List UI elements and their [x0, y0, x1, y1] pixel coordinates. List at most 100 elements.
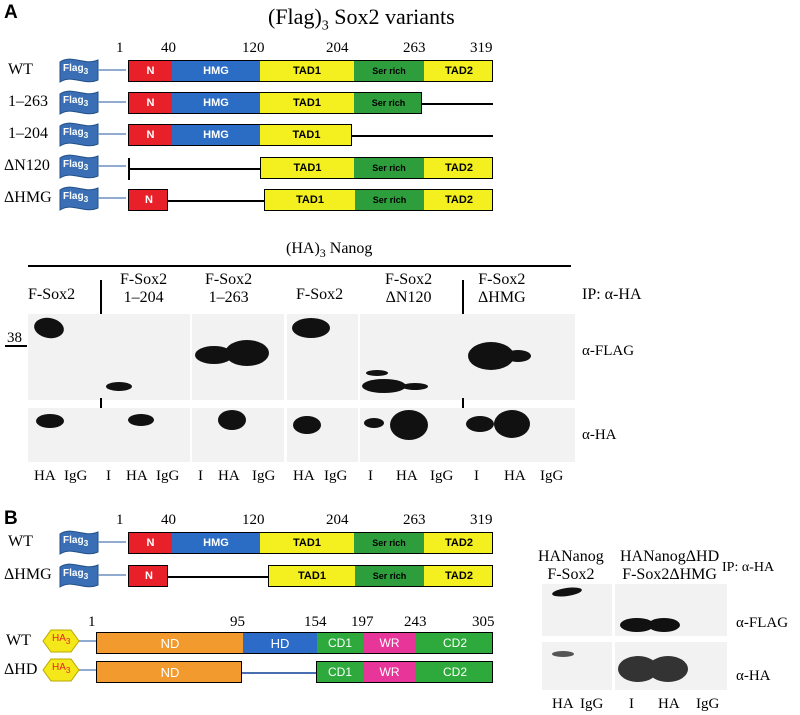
flag-text-1: Flag3: [63, 63, 89, 76]
ip-label-a: IP: α-HA: [582, 286, 642, 303]
domain-tad1: TAD1: [269, 566, 355, 586]
nanog-pos-95: 95: [230, 614, 245, 630]
mw-tick: [5, 345, 27, 347]
domain-tad2: TAD2: [424, 61, 492, 81]
domain-hd: HD: [243, 633, 317, 653]
nanog-label-wt: WT: [6, 632, 31, 649]
construct-bar-wt-b: N HMG TAD1 Ser rich TAD2: [128, 532, 493, 554]
construct-label-1-204: 1–204: [8, 125, 48, 142]
lane-label: IgG: [156, 468, 180, 484]
blot-separator: [358, 314, 360, 462]
pos-204: 204: [326, 40, 349, 56]
lane-label: HA: [293, 468, 315, 484]
blot-tick: [100, 398, 102, 408]
band: [362, 379, 406, 393]
domain-ser: Ser rich: [355, 566, 424, 586]
flag-text-2: Flag3: [63, 95, 89, 108]
domain-cd1: CD1: [317, 662, 363, 682]
pos-204: 204: [326, 512, 349, 528]
domain-ser: Ser rich: [355, 190, 424, 210]
domain-tad1: TAD1: [261, 158, 354, 178]
nanog-pos-154: 154: [304, 614, 327, 630]
group-divider: [100, 280, 102, 314]
blot-label-ha-a: α-HA: [582, 427, 617, 443]
domain-wr: WR: [363, 633, 416, 653]
blot-label-flag-a: α-FLAG: [582, 343, 635, 359]
construct-label-wt: WT: [8, 61, 33, 78]
pos-1: 1: [116, 40, 124, 56]
domain-tad2: TAD2: [424, 190, 492, 210]
band: [195, 346, 233, 364]
band: [494, 410, 530, 438]
band: [366, 370, 388, 376]
domain-n: N: [129, 125, 172, 145]
band: [292, 318, 330, 338]
domain-hmg: HMG: [172, 125, 260, 145]
construct-bar-dhmg: TAD1 Ser rich TAD2: [264, 189, 493, 211]
nanog-pos-305: 305: [472, 614, 495, 630]
band: [648, 618, 680, 632]
domain-ser: Ser rich: [354, 533, 424, 553]
lane-label: HA: [396, 468, 418, 484]
construct-bar-dn120: TAD1 Ser rich TAD2: [260, 157, 493, 179]
blot-tick: [462, 398, 464, 408]
pos-319: 319: [470, 512, 493, 528]
deletion-line: [242, 672, 316, 674]
band: [128, 414, 154, 426]
domain-n: N: [129, 190, 167, 210]
lane-label: IgG: [324, 468, 348, 484]
pos-263: 263: [403, 512, 426, 528]
construct-label-dn120: ΔN120: [4, 157, 50, 174]
domain-cd2: CD2: [416, 662, 492, 682]
pos-319: 319: [470, 40, 493, 56]
domain-nd: ND: [97, 633, 243, 653]
panel-a-letter: A: [4, 2, 18, 23]
panel-a-title: (Flag)3 Sox2 variants: [268, 4, 455, 34]
lane-label: HA: [34, 468, 56, 484]
flag-text-4: Flag3: [63, 159, 89, 172]
lane-label: IgG: [696, 696, 720, 712]
band: [218, 410, 246, 430]
deletion-line: [128, 168, 260, 170]
domain-tad1: TAD1: [260, 125, 351, 145]
domain-n: N: [129, 93, 172, 113]
deletion-line: [168, 200, 264, 202]
flag-tags-b: [59, 530, 127, 588]
domain-tad2: TAD2: [424, 158, 492, 178]
band: [402, 383, 428, 390]
nanog-pos-243: 243: [404, 614, 427, 630]
domain-cd1: CD1: [317, 633, 363, 653]
pos-40: 40: [161, 40, 176, 56]
domain-ser: Ser rich: [354, 61, 424, 81]
flag-text-5: Flag3: [63, 191, 89, 204]
band: [106, 382, 132, 391]
domain-hmg: HMG: [172, 533, 260, 553]
flag-text-3: Flag3: [63, 127, 89, 140]
pos-120: 120: [242, 512, 265, 528]
ha-tags: [42, 629, 96, 682]
domain-n: N: [129, 61, 172, 81]
lane-group-4: F-Sox2: [296, 286, 344, 303]
lane-label: HA: [552, 696, 574, 712]
group-divider: [462, 280, 464, 314]
deletion-line: [352, 135, 493, 137]
blot-label-flag-b: α-FLAG: [736, 615, 789, 631]
band: [390, 410, 428, 440]
ha-nanog-header: (HA)3 Nanog: [286, 240, 373, 261]
nanog-label-dhd: ΔHD: [4, 661, 38, 678]
domain-hmg: HMG: [172, 93, 260, 113]
construct-bar-1-263: N HMG TAD1 Ser rich: [128, 92, 422, 114]
blot-separator: [284, 314, 287, 462]
domain-tad1: TAD1: [260, 61, 354, 81]
domain-tad2: TAD2: [424, 533, 492, 553]
blot-separator: [190, 314, 192, 462]
ha-tag-text-1: HA3: [52, 633, 71, 646]
lane-group-1: F-Sox2: [28, 286, 76, 303]
construct-label-dhmg-b: ΔHMG: [4, 566, 52, 583]
construct-bar-1-204: N HMG TAD1: [128, 124, 352, 146]
